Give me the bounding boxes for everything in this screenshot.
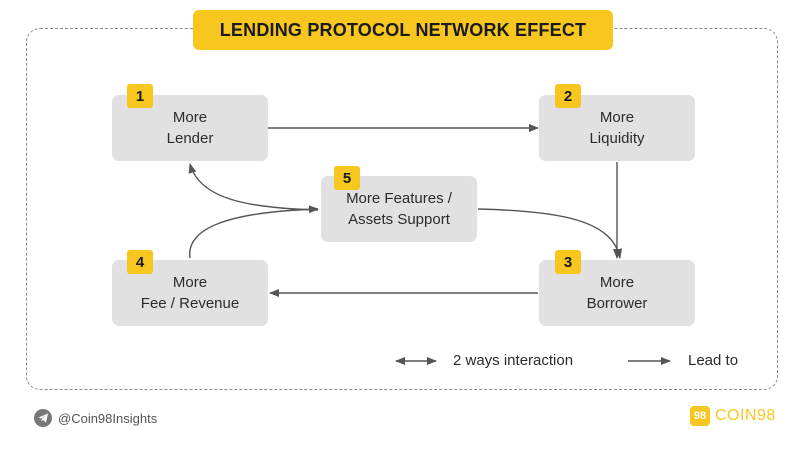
node-badge-3: 3 xyxy=(555,250,581,274)
coin98-logo: 98 COIN98 xyxy=(690,406,776,426)
edge-fee-to-features xyxy=(189,205,319,259)
node-line1: More xyxy=(172,274,208,291)
node-badge-2: 2 xyxy=(555,84,581,108)
node-line2: Assets Support xyxy=(348,211,450,228)
coin98-logo-icon: 98 xyxy=(690,406,710,426)
node-badge-5: 5 xyxy=(334,166,360,190)
node-line2: Lender xyxy=(166,130,214,147)
node-line2: Borrower xyxy=(586,295,648,312)
edge-features-to-borrower xyxy=(477,208,623,259)
node-more-lender: More Lender xyxy=(112,95,268,161)
edge-features-to-lender xyxy=(188,163,319,211)
coin98-logo-text: COIN98 xyxy=(715,407,776,424)
node-badge-4: 4 xyxy=(127,250,153,274)
legend-two-way-label: 2 ways interaction xyxy=(453,352,574,369)
node-line1: More Features / xyxy=(346,190,452,207)
legend-lead-to-label: Lead to xyxy=(688,352,739,369)
node-badge-1: 1 xyxy=(127,84,153,108)
node-line1: More xyxy=(599,109,635,126)
node-line1: More xyxy=(172,109,208,126)
node-line2: Liquidity xyxy=(589,130,645,147)
node-line2: Fee / Revenue xyxy=(140,295,240,312)
footer-handle: @Coin98Insights xyxy=(34,409,157,427)
handle-text: @Coin98Insights xyxy=(58,410,158,426)
telegram-icon xyxy=(34,409,52,427)
diagram-title: LENDING PROTOCOL NETWORK EFFECT xyxy=(193,10,613,50)
node-line1: More xyxy=(599,274,635,291)
